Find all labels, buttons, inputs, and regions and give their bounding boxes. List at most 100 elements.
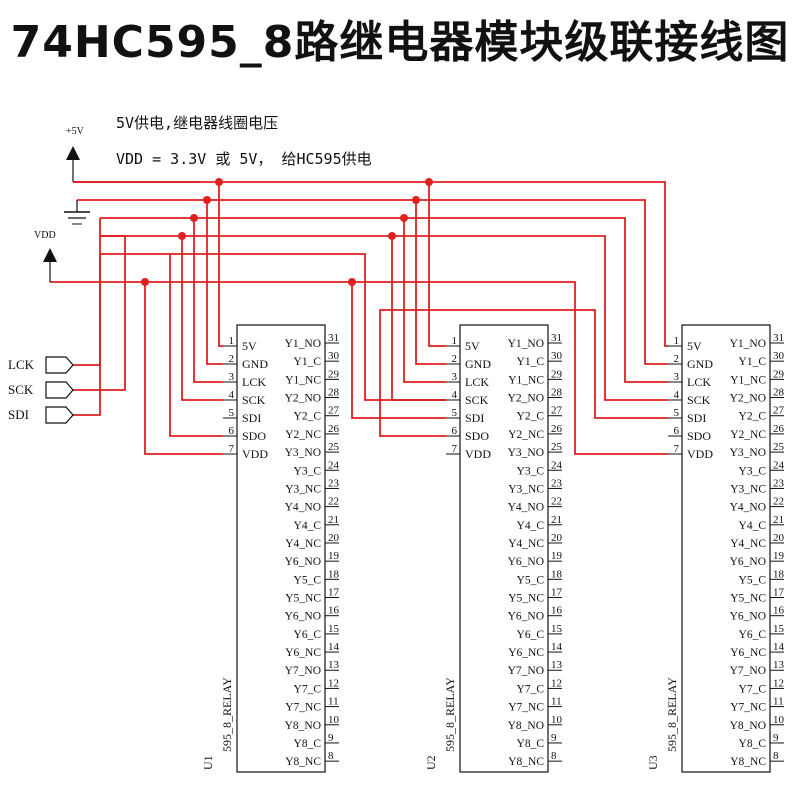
pin-name-vdd: VDD — [242, 447, 268, 461]
pin-name-y3_nc: Y3_NC — [730, 483, 766, 495]
input-connector-icon — [45, 381, 74, 399]
pin-name-y7_c: Y7_C — [739, 683, 767, 695]
pin-number: 9 — [328, 732, 334, 744]
wire-u2-drop — [391, 236, 446, 401]
wire-lck-bus — [100, 217, 668, 383]
pin-number: 25 — [773, 441, 785, 453]
pin-number: 26 — [551, 423, 563, 435]
pin-name-y8_c: Y8_C — [294, 738, 322, 750]
pin-name-y1_nc: Y1_NC — [285, 374, 321, 386]
input-sdi: SDI — [8, 406, 74, 424]
pin-number: 14 — [328, 641, 340, 653]
pin-number: 5 — [229, 407, 235, 419]
wire-u2-drop — [428, 182, 446, 347]
pin-number: 24 — [328, 459, 340, 471]
module-part-label: 595_8_RELAY — [443, 677, 457, 752]
pin-number: 24 — [551, 459, 563, 471]
pin-number: 18 — [773, 568, 785, 580]
pin-number: 8 — [773, 750, 779, 762]
pin-name-gnd: GND — [242, 357, 268, 371]
pin-number: 27 — [773, 405, 785, 417]
pin-name-y5_c: Y5_C — [517, 574, 545, 586]
pin-name-y4_no: Y4_NO — [285, 502, 321, 514]
pin-name-y7_c: Y7_C — [517, 683, 545, 695]
pin-number: 10 — [328, 714, 340, 726]
pin-name-sdi: SDI — [465, 411, 484, 425]
pin-number: 2 — [452, 353, 458, 365]
pin-number: 11 — [328, 696, 339, 708]
junction-dot — [178, 232, 186, 240]
input-label: LCK — [8, 357, 35, 372]
pin-name-5v: 5V — [242, 339, 257, 353]
pin-number: 17 — [773, 587, 785, 599]
pin-number: 3 — [674, 371, 680, 383]
pin-number: 9 — [551, 732, 557, 744]
pin-name-y1_no: Y1_NO — [730, 338, 766, 350]
pin-number: 4 — [452, 389, 458, 401]
pin-name-y4_c: Y4_C — [739, 520, 767, 532]
pin-number: 25 — [328, 441, 340, 453]
pin-number: 9 — [773, 732, 779, 744]
pin-name-y2_no: Y2_NO — [508, 393, 544, 405]
pin-name-y3_c: Y3_C — [517, 465, 545, 477]
pin-number: 12 — [551, 677, 562, 689]
wire-sdi-to-u2 — [170, 253, 446, 401]
junction-dot — [388, 232, 396, 240]
pin-name-5v: 5V — [465, 339, 480, 353]
pin-number: 10 — [551, 714, 563, 726]
pin-number: 1 — [229, 335, 235, 347]
plus5v-arrow-icon — [66, 146, 80, 160]
pin-name-y6_c: Y6_C — [739, 629, 767, 641]
pin-number: 17 — [551, 587, 563, 599]
note-5v-supply: 5V供电,继电器线圈电压 — [116, 114, 279, 132]
pin-number: 15 — [328, 623, 340, 635]
wire-u2-drop — [415, 200, 446, 365]
pin-name-y7_no: Y7_NO — [508, 665, 544, 677]
pin-name-sdo: SDO — [242, 429, 266, 443]
input-label: SDI — [8, 407, 29, 422]
pin-name-vdd: VDD — [465, 447, 491, 461]
pin-name-y6_c: Y6_C — [294, 629, 322, 641]
pin-name-y2_no: Y2_NO — [730, 393, 766, 405]
junction-dot — [141, 278, 149, 286]
pin-name-y7_nc: Y7_NC — [730, 702, 766, 714]
pin-number: 28 — [328, 387, 340, 399]
pin-number: 16 — [551, 605, 563, 617]
wire-u1-drop — [193, 218, 223, 383]
pin-name-y8_nc: Y8_NC — [508, 756, 544, 768]
pin-number: 21 — [328, 514, 339, 526]
vdd-arrow-icon — [43, 248, 57, 262]
module-body — [459, 324, 549, 773]
pin-name-sdo: SDO — [687, 429, 711, 443]
input-label: SCK — [8, 382, 34, 397]
pin-name-y2_nc: Y2_NC — [508, 429, 544, 441]
pin-name-y1_c: Y1_C — [517, 356, 545, 368]
pin-name-sck: SCK — [242, 393, 266, 407]
pin-name-y8_nc: Y8_NC — [730, 756, 766, 768]
pin-number: 12 — [773, 677, 784, 689]
input-connector-icon — [45, 356, 74, 374]
pin-number: 1 — [452, 335, 458, 347]
pin-name-y6_c: Y6_C — [517, 629, 545, 641]
pin-name-y3_nc: Y3_NC — [285, 483, 321, 495]
pin-number: 13 — [773, 659, 785, 671]
wire-u1-sdo-chain — [100, 253, 223, 437]
pin-name-y6_nc: Y6_NC — [508, 647, 544, 659]
junction-dot — [400, 214, 408, 222]
pin-name-lck: LCK — [242, 375, 266, 389]
pin-name-y1_nc: Y1_NC — [508, 374, 544, 386]
wire-sck-bus — [100, 235, 668, 401]
pin-number: 4 — [674, 389, 680, 401]
pin-name-y2_no: Y2_NO — [285, 393, 321, 405]
pin-number: 19 — [551, 550, 563, 562]
pin-number: 27 — [328, 405, 340, 417]
pin-name-sdo: SDO — [465, 429, 489, 443]
pin-number: 21 — [551, 514, 562, 526]
pin-name-y5_nc: Y5_NC — [508, 593, 544, 605]
module-ref-label: U2 — [424, 755, 438, 770]
pin-number: 16 — [773, 605, 785, 617]
